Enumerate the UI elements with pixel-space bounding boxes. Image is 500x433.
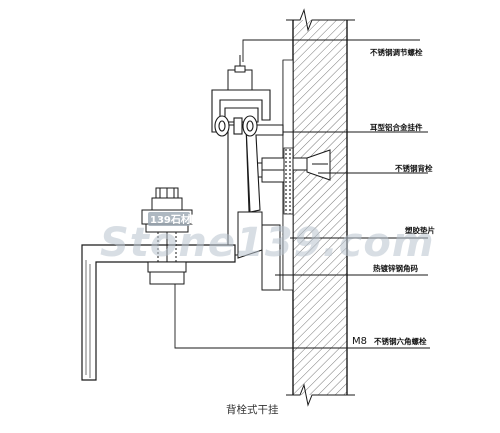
watermark: 139石材网 Stone139.com [100,212,435,266]
lower-clip [237,211,281,291]
label-rubber-pad: 塑胶垫片 [405,225,435,235]
leader-lines [174,39,430,349]
galvanized-angle [81,244,236,381]
label-hanger: 耳型铝合金挂件 [370,122,423,132]
label-adjust-bolt: 不锈钢调节螺栓 [370,47,423,57]
watermark-large: Stone139.com [100,220,435,266]
wall-structure [282,8,355,407]
watermark-small: 139石材网 [150,213,201,226]
label-m8-bolt: 不锈钢六角螺栓 [374,336,427,346]
label-angle-steel: 热镀锌钢角码 [373,263,418,273]
label-back-bolt: 不锈钢背栓 [395,163,433,173]
label-m8: M8 [352,336,367,347]
adjusting-bolt [227,55,253,91]
diagram-caption: 背栓式干挂 [226,403,279,416]
rubber-pad [283,147,294,215]
back-bolt [255,149,331,183]
